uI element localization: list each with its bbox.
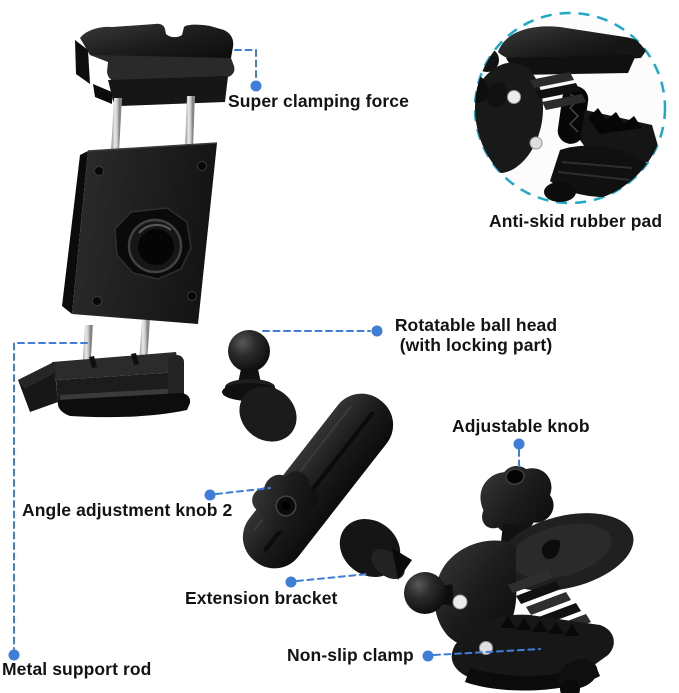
extension-arm-illustration — [222, 330, 412, 580]
top-clamp-jaw — [75, 23, 235, 106]
label-anti-skid-rubber-pad: Anti-skid rubber pad — [489, 211, 663, 231]
label-rotatable-ball-head-line1: Rotatable ball head — [394, 315, 558, 335]
label-rotatable-ball-head-line2: (with locking part) — [399, 335, 553, 355]
clamp-illustration — [404, 465, 634, 693]
inset-clamp-photo — [475, 26, 662, 202]
callout-lines — [13, 49, 541, 656]
label-rotatable-ball-head: Rotatable ball head (with locking part) — [384, 315, 568, 355]
metal-rods-upper — [111, 96, 195, 152]
ball-socket-ring — [114, 207, 192, 280]
rotatable-ball-head-part — [228, 330, 270, 372]
anti-skid-inset — [473, 11, 667, 205]
bottom-bracket — [18, 352, 191, 418]
callout-line-super-clamping-force — [234, 49, 257, 81]
adjustable-knob-part — [480, 465, 554, 535]
label-angle-adjustment-knob-2: Angle adjustment knob 2 — [22, 500, 233, 520]
callout-line-metal-support-rod — [13, 342, 88, 650]
callout-dots — [8, 80, 525, 662]
clamp-palm-plate — [496, 513, 634, 591]
callout-dot-rotatable-ball-head — [371, 325, 383, 337]
back-plate — [62, 142, 218, 324]
callout-dot-angle-adjustment-knob-2 — [204, 489, 216, 501]
callout-line-non-slip-clamp — [433, 648, 541, 656]
label-super-clamping-force: Super clamping force — [228, 91, 409, 111]
angle-adjustment-knob-part — [252, 471, 318, 532]
callout-line-extension-bracket — [296, 573, 369, 582]
label-adjustable-knob: Adjustable knob — [452, 416, 590, 436]
callout-dot-super-clamping-force — [250, 80, 262, 92]
callout-dot-non-slip-clamp — [422, 650, 434, 662]
callout-dot-metal-support-rod — [8, 649, 20, 661]
label-extension-bracket: Extension bracket — [185, 588, 338, 608]
label-non-slip-clamp: Non-slip clamp — [287, 645, 414, 665]
tablet-holder-illustration — [18, 23, 235, 418]
callout-dot-adjustable-knob — [513, 438, 525, 450]
callout-line-angle-adjustment-knob-2 — [215, 487, 271, 495]
callout-dot-extension-bracket — [285, 576, 297, 588]
label-metal-support-rod: Metal support rod — [2, 659, 152, 679]
